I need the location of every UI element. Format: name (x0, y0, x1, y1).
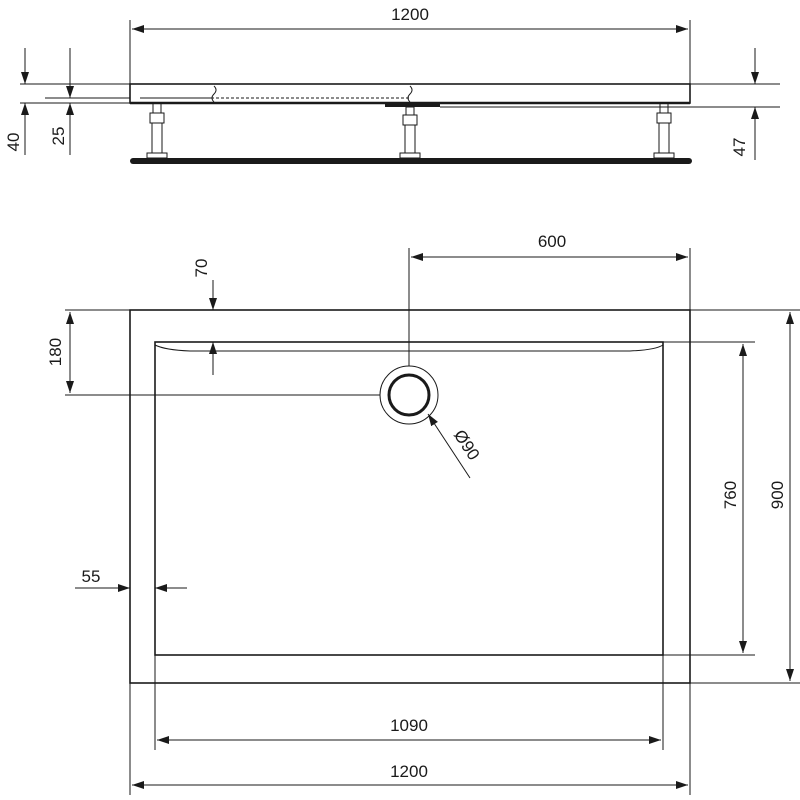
plan-view: Ø90 600 70 180 760 900 55 1090 1200 (46, 232, 800, 795)
outer-depth-label: 900 (768, 481, 787, 509)
support-leg (146, 102, 168, 159)
drain-hole (387, 373, 431, 417)
tray-inner-basin (154, 341, 664, 656)
front-slope-line (154, 344, 664, 352)
drain-depth-label: 180 (46, 338, 65, 366)
front-lip-label: 70 (192, 259, 211, 278)
tray-outer-outline (129, 309, 691, 684)
side-view: 1200 40 25 (4, 5, 780, 164)
drain-offset-label: 600 (538, 232, 566, 251)
side-rim-label: 55 (82, 567, 101, 586)
inner-depth-label: 760 (721, 481, 740, 509)
drain-body (385, 103, 440, 107)
support-leg (653, 102, 675, 159)
right-height-label: 47 (730, 138, 749, 157)
inner-height-label: 25 (49, 127, 68, 146)
outer-width-label: 1200 (390, 762, 428, 781)
support-legs (146, 102, 675, 159)
drain-diameter-label: Ø90 (450, 426, 483, 463)
total-height-label: 40 (4, 133, 23, 152)
inner-width-label: 1090 (390, 716, 428, 735)
support-leg (399, 106, 421, 159)
side-width-label: 1200 (391, 5, 429, 24)
floor-base (130, 158, 692, 164)
